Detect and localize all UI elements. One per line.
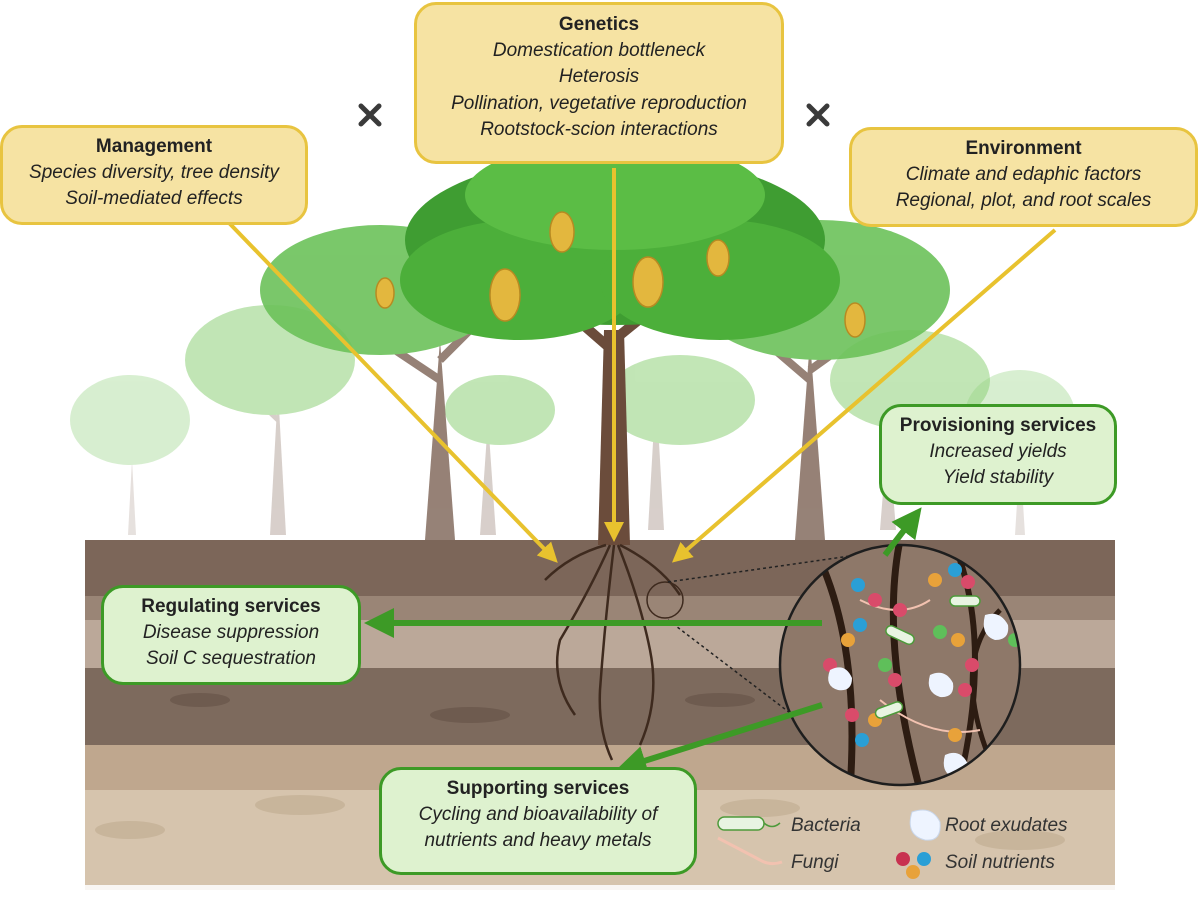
root-exudate-icon [909,809,941,841]
roots [544,543,684,761]
provisioning-line: Increased yields [929,441,1067,463]
zoom-connector-top [667,551,879,583]
management-arrow [203,196,558,563]
genetics-line: Pollination, vegetative reproduction [451,92,747,114]
legend-bacteria-label: Bacteria [791,815,861,836]
provisioning-services-box: Provisioning services Increased yields Y… [879,404,1117,505]
regulating-services-box: Regulating services Disease suppression … [101,585,361,685]
multiply-icon [806,103,830,127]
legend-fungi-label: Fungi [791,852,839,873]
legend-root-exudates-label: Root exudates [945,815,1068,836]
management-line: Species diversity, tree density [29,162,279,184]
supporting-line: Cycling and bioavailability of [418,804,658,826]
regulating-title: Regulating services [141,596,321,617]
zoom-connector-bottom [667,619,879,781]
supporting-services-box: Supporting services Cycling and bioavail… [379,767,697,875]
environment-box: Environment Climate and edaphic factors … [849,127,1198,227]
supporting-line: nutrients and heavy metals [424,830,652,852]
provisioning-title: Provisioning services [899,415,1097,436]
regulating-line: Soil C sequestration [145,648,317,670]
environment-line: Regional, plot, and root scales [895,190,1152,212]
regulating-line: Disease suppression [142,622,320,644]
management-box: Management Species diversity, tree densi… [0,125,308,225]
provisioning-line: Yield stability [942,467,1054,489]
environment-title: Environment [965,138,1082,159]
management-title: Management [95,136,213,157]
multiply-icon [358,103,382,127]
genetics-line: Rootstock-scion interactions [480,118,718,140]
genetics-line: Domestication bottleneck [492,40,706,62]
soil-nutrient-icon [896,852,931,879]
fungi-icon [717,836,783,866]
legend-soil-nutrients-label: Soil nutrients [945,852,1055,873]
provisioning-arrow [882,507,922,557]
bacteria-icon [717,816,781,831]
genetics-box: Genetics Domestication bottleneck Hetero… [414,2,784,164]
supporting-arrow [616,702,823,776]
genetics-line: Heterosis [558,66,640,88]
genetics-title: Genetics [558,14,640,35]
supporting-title: Supporting services [446,778,630,799]
environment-arrow [671,228,1057,563]
environment-line: Climate and edaphic factors [905,164,1142,186]
management-line: Soil-mediated effects [65,188,243,210]
